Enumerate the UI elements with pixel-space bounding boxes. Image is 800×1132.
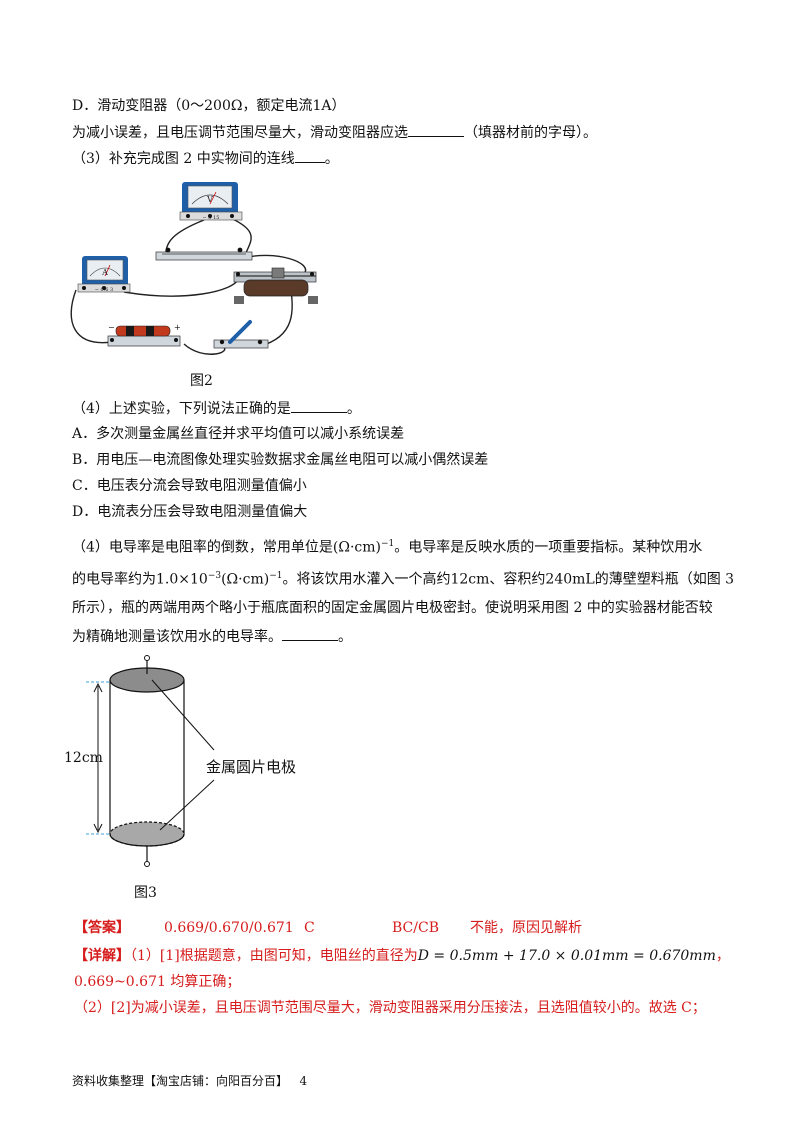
- figure-2-caption: 图2: [190, 373, 213, 389]
- question-4b-line4: 为精确地测量该饮用水的电导率。。: [72, 626, 352, 647]
- option-d-rheostat: D．滑动变阻器（0～200Ω，额定电流1A）: [72, 98, 346, 114]
- option-d: D．电流表分压会导致电阻测量值偏大: [72, 504, 308, 520]
- question-4a: （4）上述实验，下列说法正确的是。: [72, 398, 361, 419]
- figure-2-circuit: V − 3 15 A − 0.6 3 − +: [70, 182, 318, 355]
- ammeter[interactable]: A − 0.6 3: [77, 256, 131, 293]
- battery-minus-label: −: [108, 323, 115, 332]
- question-3: （3）补充完成图 2 中实物间的连线。: [72, 148, 339, 169]
- question-4b-line3: 所示），瓶的两端用两个略小于瓶底面积的固定金属圆片电极密封。使说明采用图 2 中…: [72, 600, 713, 616]
- voltmeter-terminal-labels: − 3 15: [203, 215, 220, 221]
- figure-3-bottle: 12cm 金属圆片电极: [64, 655, 296, 867]
- voltmeter[interactable]: V − 3 15: [179, 182, 243, 221]
- question-4b-line1: （4）电导率是电阻率的倒数，常用单位是(Ω·cm)−1。电导率是反映水质的一项重…: [72, 539, 703, 556]
- detail-formula: D = 0.5mm + 17.0 × 0.01mm = 0.670mm: [417, 948, 716, 964]
- option-a: A．多次测量金属丝直径并求平均值可以减小系统误差: [72, 426, 405, 442]
- figure-3-caption: 图3: [134, 885, 157, 901]
- option-b: B．用电压—电流图像处理实验数据求金属丝电阻可以减小偶然误差: [72, 452, 489, 468]
- sliding-rheostat[interactable]: [233, 267, 318, 304]
- answer-blank[interactable]: [294, 148, 325, 163]
- answer-3: BC/CB: [392, 920, 439, 936]
- answer-1: 0.669/0.670/0.671: [164, 920, 294, 936]
- detail-line-3: （2）[2]为减小误差，且电压调节范围尽量大，滑动变阻器采用分压接法，且选阻值较…: [74, 1000, 706, 1016]
- answer-blank[interactable]: [290, 398, 347, 413]
- answer-2: C: [304, 920, 315, 936]
- page-footer: 资料收集整理【淘宝店铺：向阳百分百】 4: [72, 1074, 308, 1088]
- answer-blank[interactable]: [282, 626, 338, 641]
- ammeter-letter: A: [101, 268, 108, 277]
- resistance-wire-board[interactable]: [155, 247, 253, 261]
- answer-blank[interactable]: [408, 122, 464, 137]
- battery-pack[interactable]: − +: [107, 323, 181, 347]
- voltmeter-letter: V: [206, 195, 213, 204]
- electrode-label: 金属圆片电极: [206, 758, 296, 776]
- answer-4: 不能，原因见解析: [470, 920, 582, 936]
- switch[interactable]: [213, 320, 269, 349]
- question-4b-line2: 的电导率约为1.0×10−3(Ω·cm)−1。将该饮用水灌入一个高约12cm、容…: [72, 571, 735, 588]
- page-number: 4: [299, 1074, 308, 1088]
- detail-line-1: 【详解】（1）[1]根据题意，由图可知，电阻丝的直径为D = 0.5mm + 1…: [74, 948, 730, 964]
- detail-line-2: 0.669~0.671 均算正确；: [74, 974, 241, 990]
- answer-line: 【答案】 0.669/0.670/0.671 C BC/CB 不能，原因见解析: [74, 920, 582, 936]
- height-label: 12cm: [64, 750, 103, 766]
- question-rheostat-choice: 为减小误差，且电压调节范围尽量大，滑动变阻器应选（填器材前的字母）。: [72, 122, 597, 143]
- battery-plus-label: +: [174, 323, 181, 332]
- option-c: C．电压表分流会导致电阻测量值偏小: [72, 478, 307, 494]
